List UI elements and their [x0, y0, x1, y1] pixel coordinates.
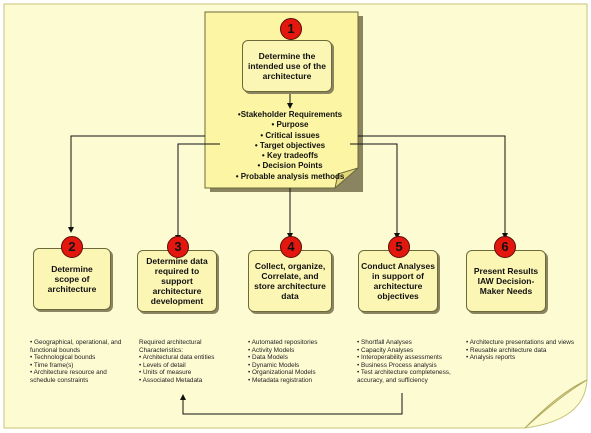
detail-item: Activity Models — [248, 347, 353, 355]
step1-item: • Probable analysis methods — [235, 171, 345, 181]
detail-item: Analysis reports — [466, 354, 586, 362]
detail-item: Interoperability assessments — [357, 354, 465, 362]
arrow-to-step5 — [350, 143, 400, 239]
step1-items-list: •Stakeholder Requirements • Purpose • Cr… — [225, 110, 355, 182]
step6-details: Architecture presentations and views Reu… — [466, 339, 586, 362]
detail-item: Shortfall Analyses — [357, 339, 465, 347]
step2-details: Geographical, operational, and functiona… — [30, 339, 130, 385]
arrow-to-step2 — [68, 135, 205, 233]
step1-badge: 1 — [280, 18, 302, 40]
detail-item: Business Process analysis — [357, 362, 465, 370]
detail-item: Organizational Models — [248, 369, 353, 377]
step1-item: • Key tradeoffs — [261, 151, 319, 161]
step1-note-fold — [334, 167, 359, 190]
step1-item: • Target objectives — [254, 140, 326, 150]
detail-item: Geographical, operational, and functiona… — [30, 339, 130, 354]
step1-item: •Stakeholder Requirements — [237, 110, 343, 119]
step2-badge: 2 — [61, 236, 83, 258]
step4-box: Collect, organize, Correlate, and store … — [248, 250, 332, 312]
detail-item: Levels of detail — [139, 362, 239, 370]
step3-details-intro: Required architectural Characteristics: — [139, 339, 202, 354]
detail-item: Architecture resource and schedule const… — [30, 369, 130, 384]
step6-box: Present Results IAW Decision-Maker Needs — [466, 250, 546, 312]
step4-details: Automated repositories Activity Models D… — [248, 339, 353, 385]
step4-badge: 4 — [280, 236, 302, 258]
detail-item: Units of measure — [139, 369, 239, 377]
step1-item: • Critical issues — [260, 130, 320, 140]
detail-item: Test architecture completeness, accuracy… — [357, 369, 465, 384]
step1-item: • Decision Points — [257, 161, 323, 171]
step1-item: • Purpose — [271, 120, 309, 130]
step6-badge: 6 — [494, 236, 516, 258]
detail-item: Architectural data entities — [139, 354, 239, 362]
detail-item: Time frame(s) — [30, 362, 130, 370]
step2-box: Determine scope of architecture — [33, 248, 111, 310]
step3-box: Determine data required to support archi… — [137, 250, 217, 312]
step5-badge: 5 — [388, 236, 410, 258]
detail-item: Metadata registration — [248, 377, 353, 385]
detail-item: Technological bounds — [30, 354, 130, 362]
detail-item: Architecture presentations and views — [466, 339, 586, 347]
arrow-to-step6 — [358, 135, 508, 239]
detail-item: Capacity Analyses — [357, 347, 465, 355]
detail-item: Reusable architecture data — [466, 347, 586, 355]
step3-badge: 3 — [167, 236, 189, 258]
step5-details: Shortfall Analyses Capacity Analyses Int… — [357, 339, 465, 385]
detail-item: Dynamic Models — [248, 362, 353, 370]
detail-item: Associated Metadata — [139, 377, 239, 385]
detail-item: Automated repositories — [248, 339, 353, 347]
detail-item: Data Models — [248, 354, 353, 362]
step5-box: Conduct Analyses in support of architect… — [358, 250, 438, 312]
feedback-arrow — [180, 393, 403, 415]
step1-box: Determine the intended use of the archit… — [242, 40, 332, 92]
arrow-to-step3 — [175, 143, 220, 241]
page-curl — [524, 379, 588, 429]
step3-details: Required architectural Characteristics: … — [139, 339, 239, 385]
